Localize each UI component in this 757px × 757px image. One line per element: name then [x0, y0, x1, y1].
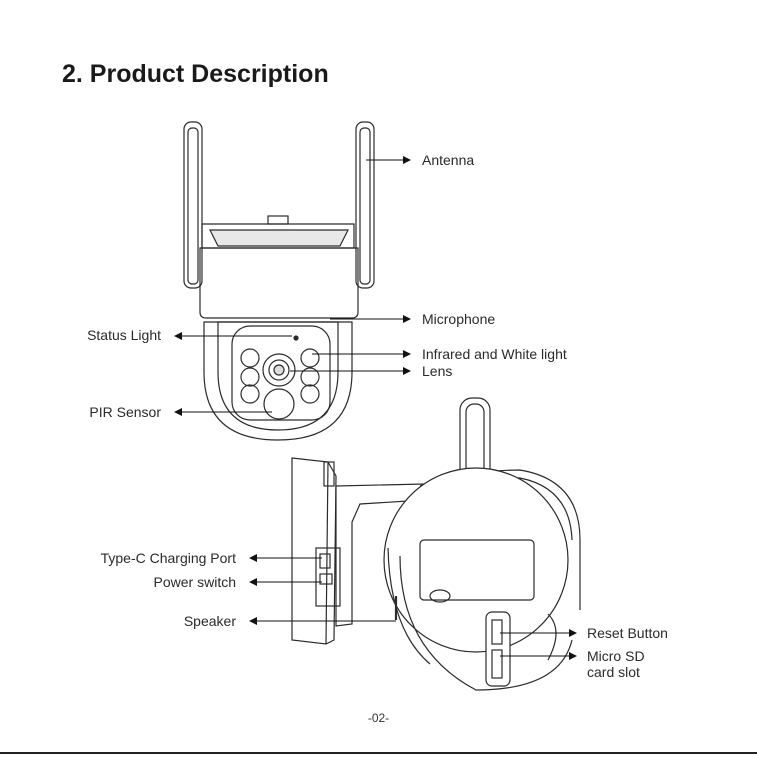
type-c-port	[320, 554, 330, 568]
camera-front-illustration	[184, 122, 374, 440]
label-reset-button: Reset Button	[587, 625, 668, 641]
label-pir-sensor: PIR Sensor	[89, 404, 161, 420]
label-power-switch: Power switch	[154, 574, 236, 590]
label-micro-sd-line1: Micro SD	[587, 648, 645, 664]
label-antenna: Antenna	[422, 152, 474, 168]
label-micro-sd-line2: card slot	[587, 664, 640, 680]
label-type-c-port: Type-C Charging Port	[101, 550, 236, 566]
label-microphone: Microphone	[422, 311, 495, 327]
bottom-rule	[0, 752, 757, 754]
label-infrared-white-light: Infrared and White light	[422, 346, 567, 362]
label-speaker: Speaker	[184, 613, 236, 629]
page-number: -02-	[0, 711, 757, 725]
camera-side-illustration	[292, 398, 580, 690]
label-status-light: Status Light	[87, 327, 161, 343]
label-lens: Lens	[422, 363, 452, 379]
left-antenna	[184, 122, 202, 288]
right-antenna	[356, 122, 374, 288]
